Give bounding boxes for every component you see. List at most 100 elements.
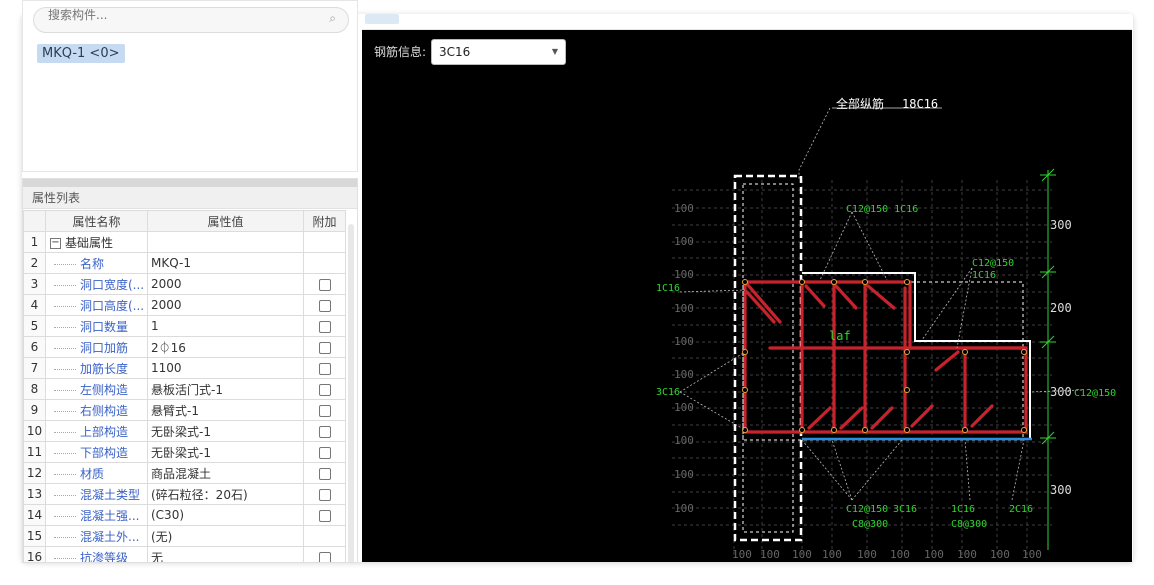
dim-left: 100 bbox=[674, 335, 694, 348]
extra-cell bbox=[303, 294, 346, 316]
property-value[interactable]: 1 bbox=[147, 315, 304, 337]
wall-boundary bbox=[802, 272, 1031, 438]
table-row[interactable]: 15 混凝土外... (无) bbox=[23, 525, 346, 547]
property-value[interactable]: 2000 bbox=[147, 273, 304, 295]
property-name: 名称 bbox=[45, 252, 148, 274]
collapse-icon[interactable]: − bbox=[50, 236, 61, 249]
property-value[interactable]: 1100 bbox=[147, 357, 304, 379]
property-name-text: 下部构造 bbox=[80, 445, 129, 460]
search-input[interactable] bbox=[34, 8, 314, 27]
label-laf: laf bbox=[829, 329, 851, 343]
panel-splitter[interactable] bbox=[23, 179, 357, 187]
header-rownum bbox=[23, 210, 46, 232]
property-value[interactable]: 商品混凝土 bbox=[147, 462, 304, 484]
tab-active[interactable] bbox=[365, 14, 399, 24]
extra-cell bbox=[303, 420, 346, 442]
property-value[interactable]: (碎石粒径：20石) bbox=[147, 483, 304, 505]
property-name: 混凝土类型 bbox=[45, 483, 148, 505]
extra-checkbox[interactable] bbox=[318, 551, 331, 562]
row-number: 15 bbox=[23, 525, 46, 547]
dim-bottom: 100 bbox=[760, 548, 780, 561]
rebar-drawing: 100 100 100 100 100 100 100 100 100 100 … bbox=[656, 96, 1116, 561]
property-value[interactable]: MKQ-1 bbox=[147, 252, 304, 274]
extra-cell bbox=[303, 483, 346, 505]
extra-checkbox[interactable] bbox=[318, 362, 331, 375]
rebar-canvas[interactable]: 钢筋信息: 3C16 ▼ 100 100 100 bbox=[362, 30, 1132, 562]
table-header: 属性名称 属性值 附加 bbox=[23, 210, 346, 232]
extra-cell bbox=[303, 252, 346, 274]
property-name-text: 基础属性 bbox=[65, 235, 114, 250]
property-value[interactable]: 2⏀16 bbox=[147, 336, 304, 358]
tree-connector bbox=[54, 557, 76, 559]
property-name-text: 混凝土外... bbox=[80, 529, 140, 544]
label-right-a: C12@150 bbox=[972, 258, 1014, 269]
property-name: 混凝土外... bbox=[45, 525, 148, 547]
property-value[interactable]: 无卧梁式-1 bbox=[147, 420, 304, 442]
tree-connector bbox=[54, 284, 76, 286]
label-left-3c16: 3C16 bbox=[656, 387, 680, 398]
row-number: 12 bbox=[23, 462, 46, 484]
scrollbar[interactable] bbox=[348, 224, 354, 562]
extra-checkbox[interactable] bbox=[318, 488, 331, 501]
right-dimensions: 300 200 300 300 bbox=[1050, 218, 1072, 497]
property-name-text: 洞口数量 bbox=[80, 319, 129, 334]
property-value[interactable]: 悬板活门式-1 bbox=[147, 378, 304, 400]
extra-checkbox[interactable] bbox=[318, 341, 331, 354]
property-value[interactable]: 悬臂式-1 bbox=[147, 399, 304, 421]
row-number: 6 bbox=[23, 336, 46, 358]
component-list-panel: ⌕ MKQ-1 <0> bbox=[22, 0, 358, 172]
dim-left: 100 bbox=[674, 434, 694, 447]
property-name: 混凝土强... bbox=[45, 504, 148, 526]
table-row[interactable]: 1−基础属性 bbox=[23, 231, 346, 253]
search-icon[interactable]: ⌕ bbox=[329, 11, 336, 25]
extra-checkbox[interactable] bbox=[318, 446, 331, 459]
rebar-select[interactable]: 3C16 ▼ bbox=[431, 39, 566, 65]
row-number: 13 bbox=[23, 483, 46, 505]
extra-checkbox[interactable] bbox=[318, 404, 331, 417]
tree-connector bbox=[54, 431, 76, 433]
property-name-text: 洞口宽度(... bbox=[80, 277, 145, 292]
extra-checkbox[interactable] bbox=[318, 383, 331, 396]
extra-checkbox[interactable] bbox=[318, 467, 331, 480]
property-value[interactable] bbox=[147, 231, 304, 253]
property-value[interactable]: (C30) bbox=[147, 504, 304, 526]
property-value[interactable]: (无) bbox=[147, 525, 304, 547]
dim-bottom: 100 bbox=[857, 548, 877, 561]
property-value[interactable]: 无 bbox=[147, 546, 304, 562]
tree-connector bbox=[54, 263, 76, 265]
rebar-lines bbox=[743, 280, 1028, 434]
label-top: C12@150 1C16 bbox=[846, 204, 918, 215]
property-value[interactable]: 无卧梁式-1 bbox=[147, 441, 304, 463]
extra-checkbox[interactable] bbox=[318, 320, 331, 333]
chevron-down-icon: ▼ bbox=[551, 47, 558, 56]
dim-left: 100 bbox=[674, 202, 694, 215]
property-value[interactable]: 2000 bbox=[147, 294, 304, 316]
tree-connector bbox=[54, 494, 76, 496]
search-box[interactable]: ⌕ bbox=[33, 7, 349, 33]
property-name: 上部构造 bbox=[45, 420, 148, 442]
component-tag[interactable]: MKQ-1 <0> bbox=[37, 44, 125, 63]
table-row[interactable]: 3 洞口宽度(...2000 bbox=[23, 273, 346, 295]
extra-checkbox[interactable] bbox=[318, 509, 331, 522]
extra-checkbox[interactable] bbox=[318, 299, 331, 312]
extra-checkbox[interactable] bbox=[318, 278, 331, 291]
all-rebar-label: 全部纵筋 bbox=[836, 96, 884, 111]
dim-bottom: 100 bbox=[924, 548, 944, 561]
extra-checkbox[interactable] bbox=[318, 425, 331, 438]
extra-cell bbox=[303, 441, 346, 463]
row-number: 3 bbox=[23, 273, 46, 295]
